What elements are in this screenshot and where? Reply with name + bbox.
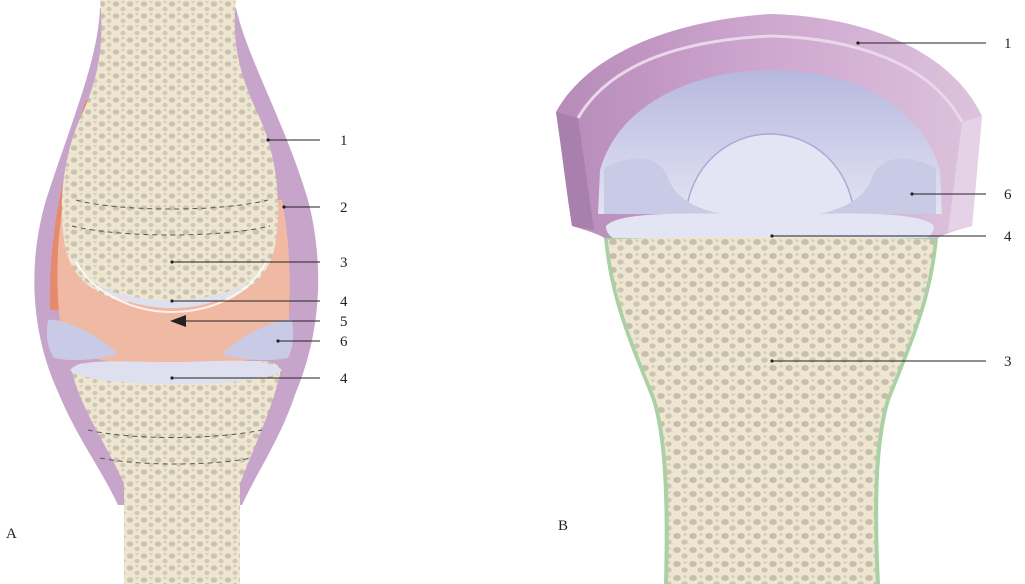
svg-text:4: 4 — [340, 294, 348, 310]
panel-b — [556, 14, 982, 584]
svg-text:3: 3 — [340, 255, 348, 271]
svg-text:6: 6 — [340, 334, 348, 350]
panel-a — [34, 0, 318, 584]
svg-text:4: 4 — [1004, 229, 1012, 245]
svg-text:3: 3 — [1004, 354, 1012, 370]
svg-text:6: 6 — [1004, 187, 1012, 203]
svg-text:2: 2 — [340, 200, 348, 216]
panel-b-label: B — [558, 518, 568, 534]
svg-text:1: 1 — [340, 133, 348, 149]
svg-text:4: 4 — [340, 371, 348, 387]
svg-text:1: 1 — [1004, 36, 1012, 52]
panel-a-label: A — [6, 526, 17, 542]
svg-text:5: 5 — [340, 314, 348, 330]
